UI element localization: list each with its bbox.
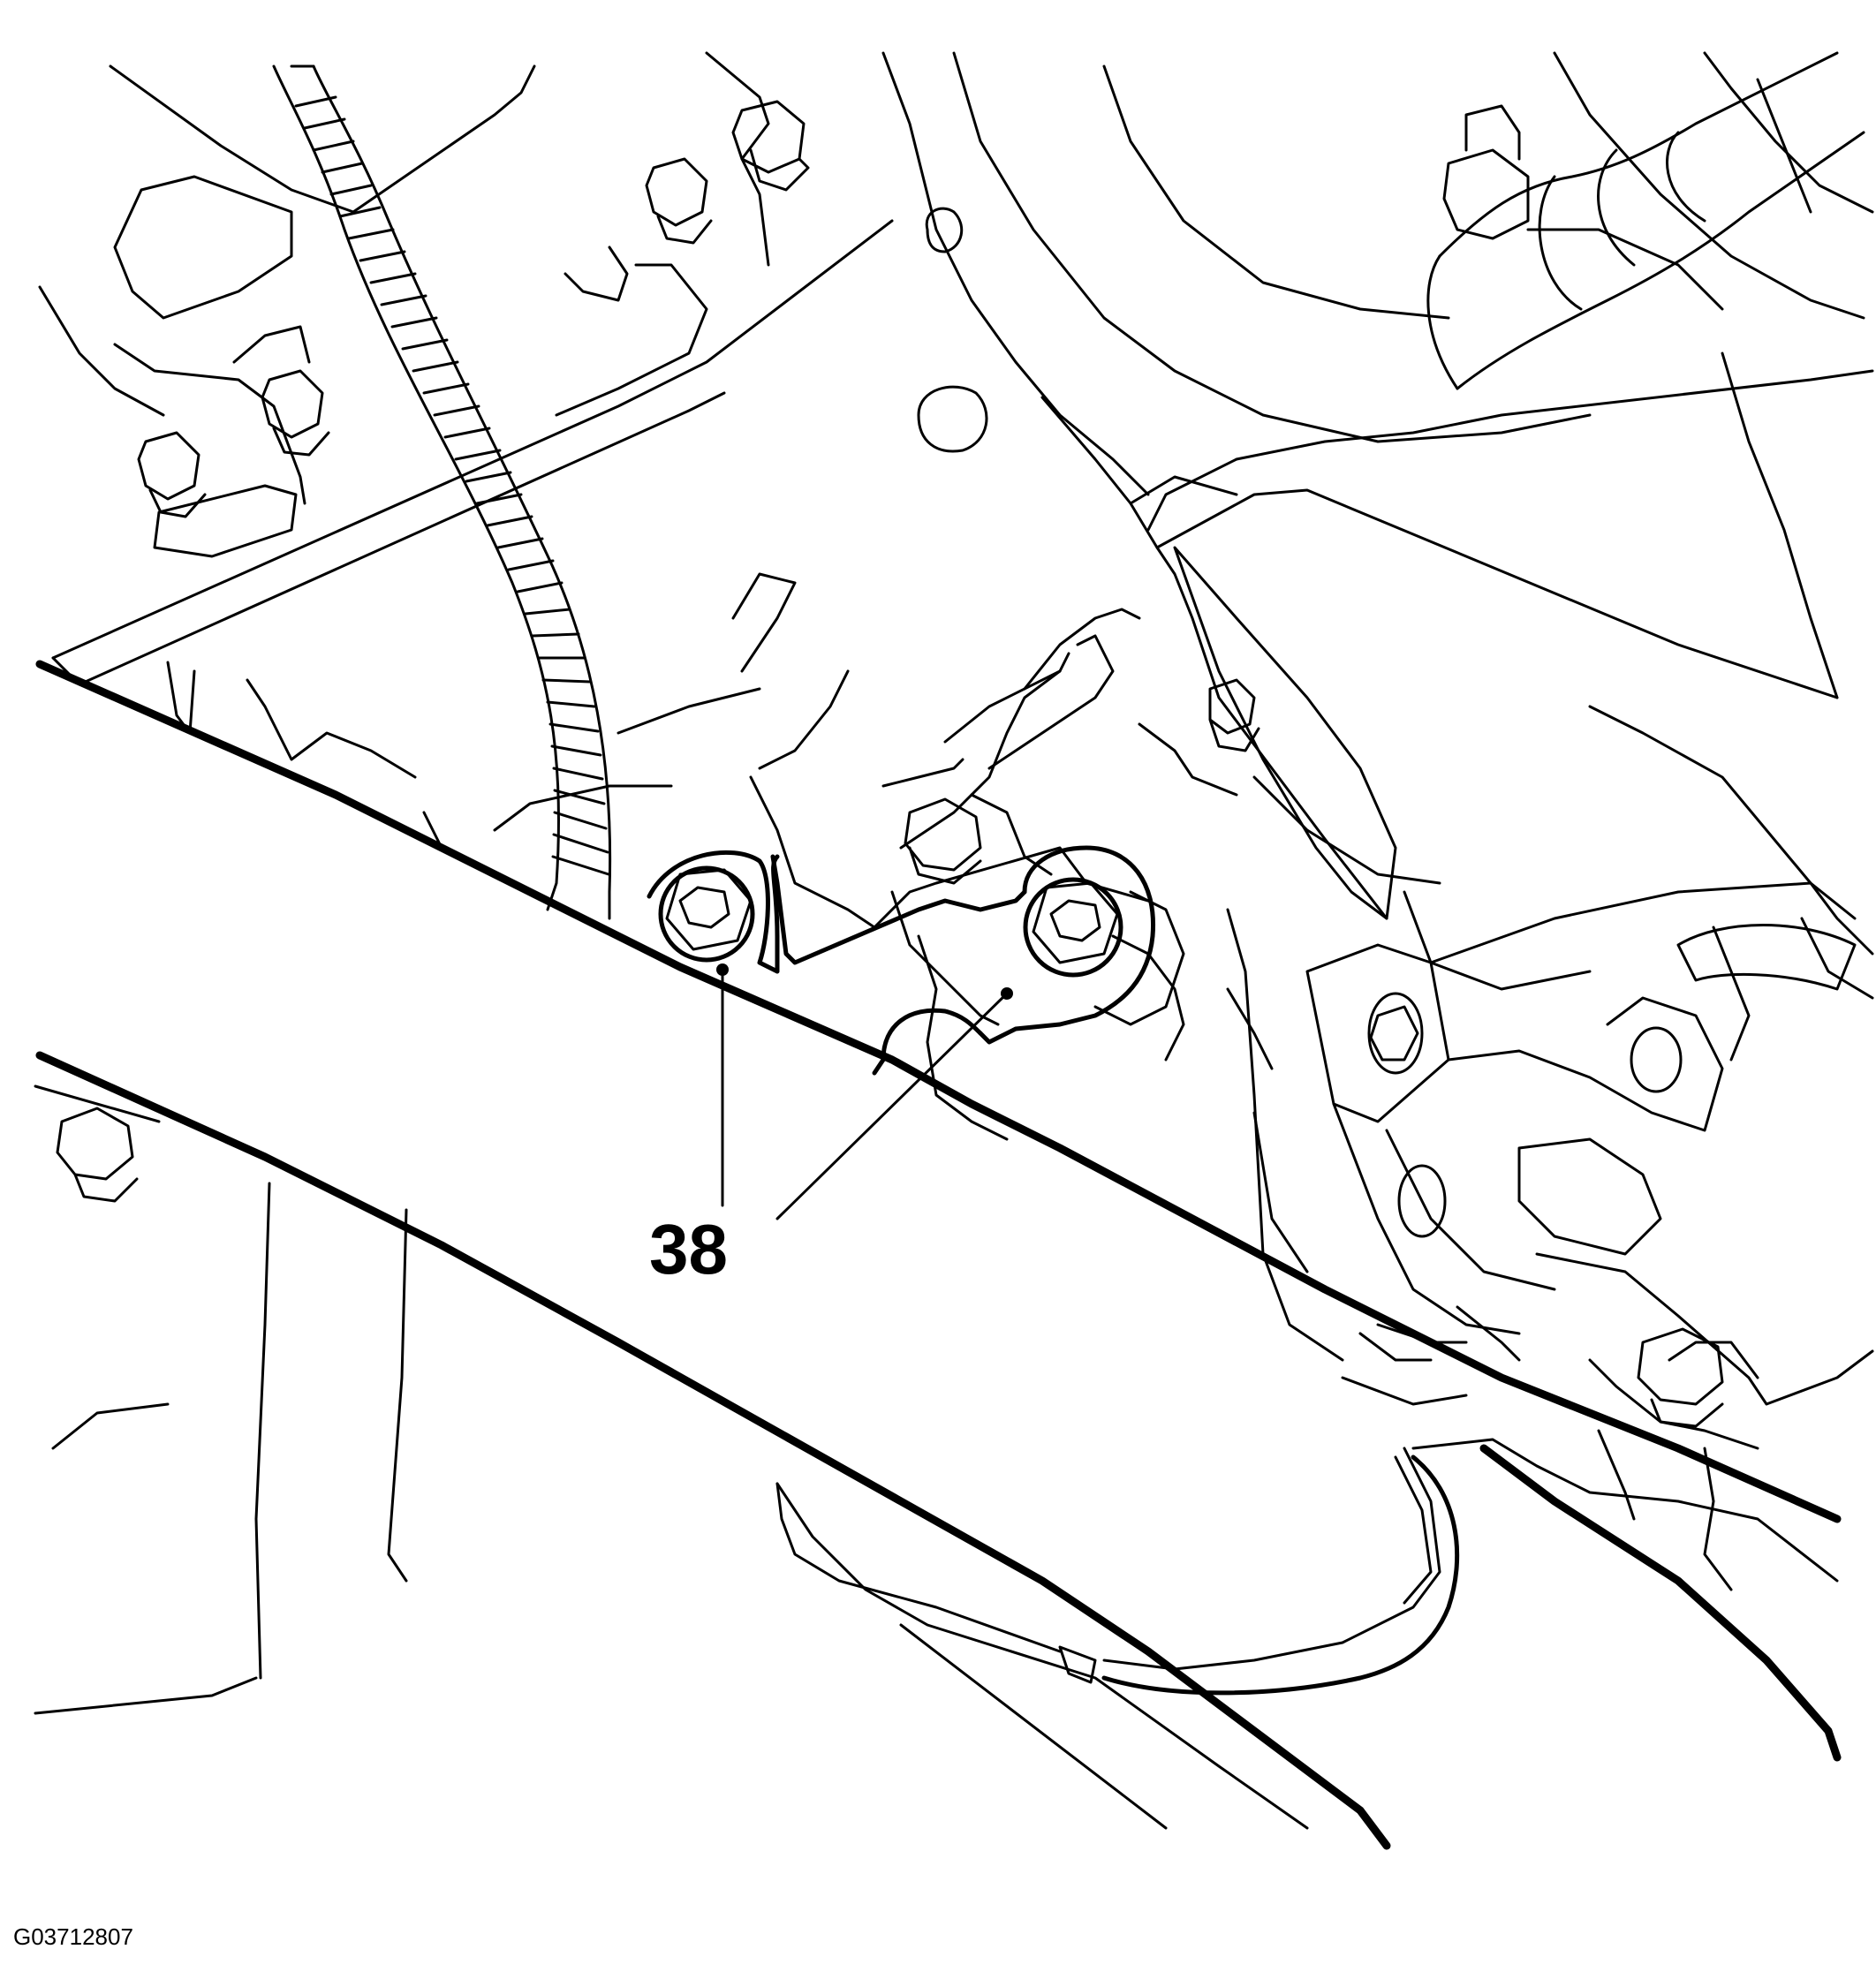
callout-number-38: 38 — [649, 1210, 728, 1288]
hinge-bracket-plate — [647, 845, 1156, 1076]
callout-leader-lines — [716, 963, 1013, 1220]
wiring-harness-conduit — [272, 64, 612, 920]
leader-dot-right — [1001, 987, 1013, 1000]
coolant-hose — [1426, 51, 1865, 390]
crossmember-frame-rail — [35, 660, 1842, 1850]
leader-dot-left — [716, 963, 729, 976]
bolt-callout-right — [1023, 877, 1123, 978]
engine-block-upper-left — [38, 64, 894, 872]
engine-housing-upper — [705, 51, 1874, 991]
bolt-heads — [56, 100, 1724, 1428]
figure-id-label: G03712807 — [13, 1923, 133, 1950]
oil-pan-lower — [34, 1084, 1460, 1830]
bolt-callout-left — [658, 865, 755, 963]
